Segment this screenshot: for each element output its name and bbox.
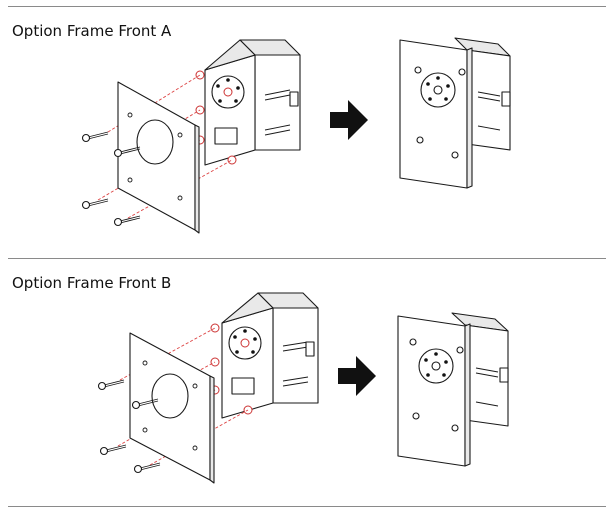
right-arrow-icon — [330, 100, 368, 140]
screws — [81, 131, 141, 227]
option-frame-plate — [129, 332, 215, 484]
servo-actuator — [204, 39, 301, 166]
section-title: Option Frame Front A — [12, 22, 172, 40]
servo-actuator — [221, 292, 319, 419]
section-title: Option Frame Front B — [12, 274, 172, 292]
screws — [97, 379, 161, 474]
section-front-b: Option Frame Front B — [0, 258, 610, 508]
assembly-diagram-b — [97, 292, 509, 484]
assembled-unit — [397, 312, 509, 467]
section-front-a: Option Frame Front A — [0, 0, 610, 250]
assembly-diagram-a — [81, 37, 511, 234]
option-frame-plate — [117, 81, 200, 234]
assembled-unit — [399, 37, 511, 189]
right-arrow-icon — [338, 356, 376, 396]
section-divider — [8, 258, 606, 259]
bottom-divider — [8, 506, 606, 507]
top-divider — [8, 6, 606, 7]
